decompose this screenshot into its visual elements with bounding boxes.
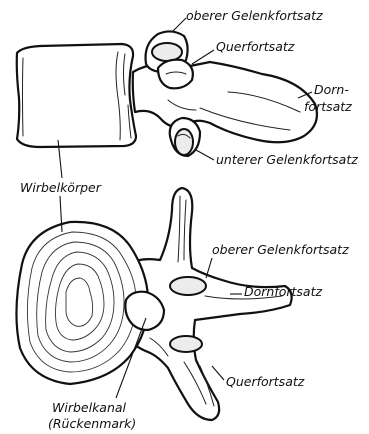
- label-upper-dornfortsatz-2: fortsatz: [304, 99, 352, 114]
- transverse-process-lateral: [158, 60, 193, 89]
- label-wirbelkanal-2: (Rückenmark): [48, 416, 136, 431]
- label-upper-unterer-gelenkfortsatz: unterer Gelenkfortsatz: [216, 152, 358, 167]
- label-upper-oberer-gelenkfortsatz: oberer Gelenkfortsatz: [186, 8, 323, 23]
- label-wirbelkanal-1: Wirbelkanal: [52, 400, 127, 415]
- superior-articular-process-top: [170, 277, 206, 295]
- label-lower-dornfortsatz: Dornfortsatz: [244, 284, 322, 299]
- label-wirbelkoerper: Wirbelkörper: [20, 180, 102, 195]
- label-lower-querfortsatz: Querfortsatz: [226, 374, 305, 389]
- label-upper-querfortsatz: Querfortsatz: [216, 39, 295, 54]
- label-upper-dornfortsatz-1: Dorn-: [314, 82, 349, 97]
- inferior-articular-process-top: [170, 336, 202, 352]
- label-lower-oberer-gelenkfortsatz: oberer Gelenkfortsatz: [212, 242, 349, 257]
